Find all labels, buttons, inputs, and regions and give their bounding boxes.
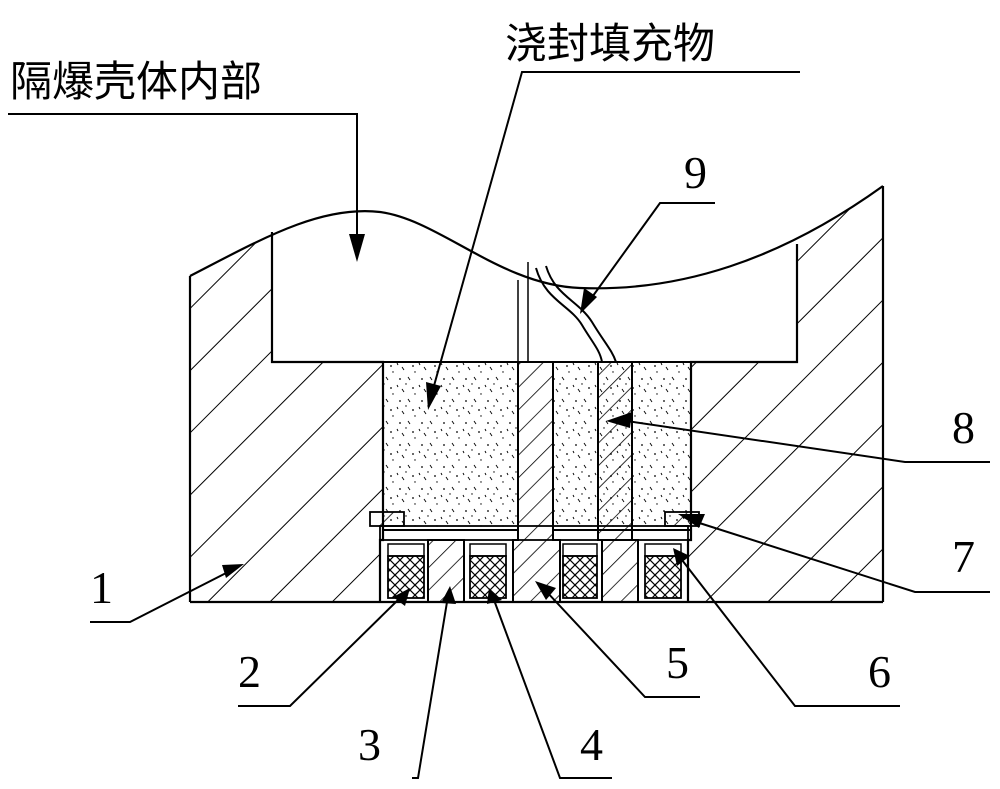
label-part-3: 3 bbox=[358, 719, 381, 770]
label-part-7: 7 bbox=[952, 531, 975, 582]
bushing-left bbox=[427, 539, 465, 603]
washer-left bbox=[369, 511, 405, 527]
label-housing-interior: 隔爆壳体内部 bbox=[10, 57, 262, 106]
label-potting-filler: 浇封填充物 bbox=[505, 19, 715, 68]
label-part-8: 8 bbox=[952, 402, 975, 453]
arrowheads bbox=[222, 234, 705, 606]
label-part-5: 5 bbox=[666, 637, 689, 688]
label-part-9: 9 bbox=[684, 147, 707, 198]
seal-rings bbox=[387, 543, 682, 599]
retaining-plate bbox=[379, 525, 689, 541]
label-part-4: 4 bbox=[580, 719, 603, 770]
label-part-1: 1 bbox=[90, 562, 113, 613]
wire bbox=[535, 265, 617, 363]
leader-lines bbox=[8, 71, 990, 779]
label-part-6: 6 bbox=[868, 646, 891, 697]
bushing-right bbox=[601, 539, 639, 603]
label-part-2: 2 bbox=[238, 646, 261, 697]
conductor-pin bbox=[597, 361, 633, 541]
